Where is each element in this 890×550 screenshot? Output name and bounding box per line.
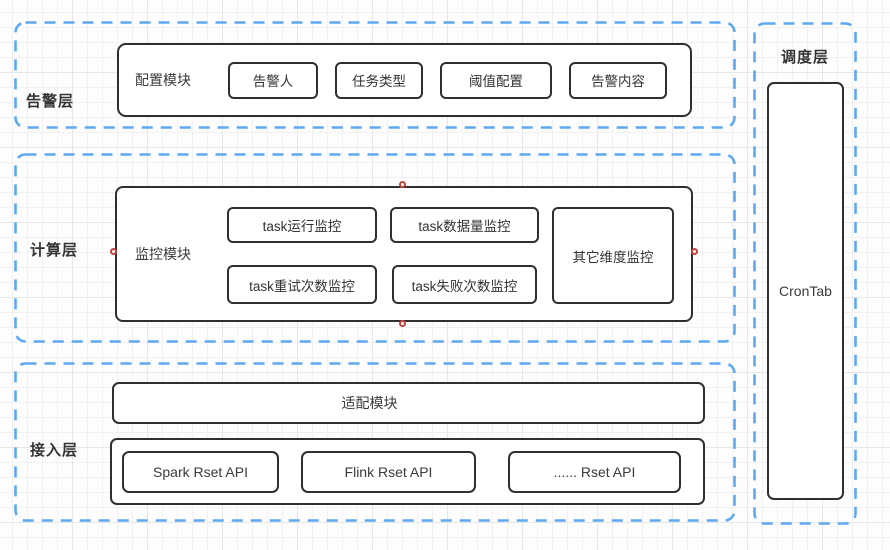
schedule-layer-dashed-border <box>753 22 857 525</box>
adapter-module-box[interactable]: 适配模块 <box>112 382 705 424</box>
config-module-box[interactable]: 配置模块 告警人 任务类型 阈值配置 告警内容 <box>117 43 692 117</box>
layer-schedule[interactable]: 调度层 CronTab <box>753 22 857 525</box>
alert-layer-dashed-border <box>14 21 736 129</box>
monitor-task-fail-count[interactable]: task失败次数监控 <box>392 265 537 304</box>
connection-point-left[interactable] <box>110 248 117 255</box>
config-item-task-type[interactable]: 任务类型 <box>335 61 423 99</box>
layer-compute[interactable]: 计算层 监控模块 task运行监控 task数据量监控 task重试次数监控 t… <box>14 153 736 343</box>
config-item-alert-person[interactable]: 告警人 <box>228 61 318 99</box>
connection-point-bottom[interactable] <box>399 320 406 327</box>
config-module-label: 配置模块 <box>135 72 191 88</box>
access-layer-dashed-border <box>14 362 736 522</box>
schedule-layer-label: 调度层 <box>780 49 829 66</box>
api-container-box[interactable]: Spark Rset API Flink Rset API ...... Rse… <box>110 438 705 505</box>
layer-access[interactable]: 接入层 适配模块 Spark Rset API Flink Rset API .… <box>14 362 736 522</box>
monitor-module-box[interactable]: 监控模块 task运行监控 task数据量监控 task重试次数监控 task失… <box>110 181 698 327</box>
compute-layer-label: 计算层 <box>30 242 79 259</box>
crontab-box[interactable]: CronTab <box>767 82 844 500</box>
api-box-other[interactable]: ...... Rset API <box>508 450 681 493</box>
alert-layer-label: 告警层 <box>26 93 75 110</box>
monitor-other-dimension[interactable]: 其它维度监控 <box>552 207 674 304</box>
connection-point-top[interactable] <box>399 181 406 188</box>
monitor-task-data-volume[interactable]: task数据量监控 <box>390 207 539 243</box>
connection-point-right[interactable] <box>691 248 698 255</box>
compute-layer-dashed-border <box>14 153 736 343</box>
monitor-task-run[interactable]: task运行监控 <box>227 207 377 243</box>
adapter-module-label: 适配模块 <box>341 395 398 411</box>
access-layer-label: 接入层 <box>30 442 79 459</box>
monitor-module-label: 监控模块 <box>135 246 191 262</box>
crontab-label: CronTab <box>779 283 832 299</box>
layer-alert[interactable]: 告警层 配置模块 告警人 任务类型 阈值配置 告警内容 <box>14 21 736 129</box>
monitor-task-retry-count[interactable]: task重试次数监控 <box>227 265 377 304</box>
api-box-flink[interactable]: Flink Rset API <box>301 450 476 493</box>
api-box-spark[interactable]: Spark Rset API <box>122 450 279 493</box>
config-item-threshold[interactable]: 阈值配置 <box>440 61 552 99</box>
config-item-alert-content[interactable]: 告警内容 <box>569 61 667 99</box>
